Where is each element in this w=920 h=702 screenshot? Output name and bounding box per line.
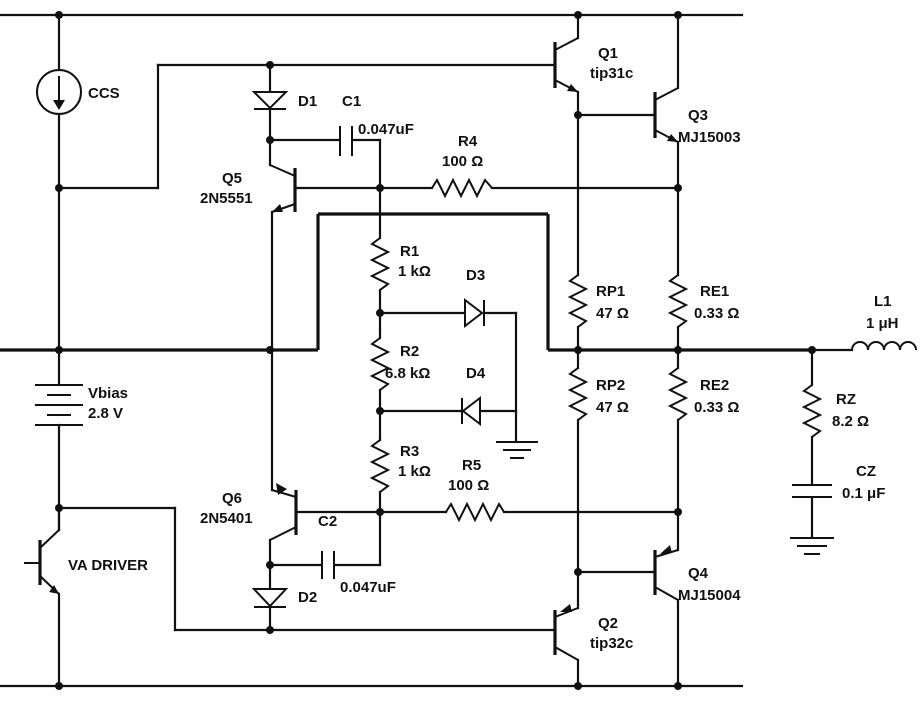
r2-name: R2 xyxy=(400,343,419,360)
vbias-value: 2.8 V xyxy=(88,405,123,422)
r3-name: R3 xyxy=(400,443,419,460)
r2-value: 6.8 kΩ xyxy=(385,365,430,382)
d1-diode: D1 xyxy=(251,63,317,167)
l1-name: L1 xyxy=(874,293,892,310)
r5-value: 100 Ω xyxy=(448,477,489,494)
rz-name: RZ xyxy=(836,391,856,408)
r5-name: R5 xyxy=(462,457,481,474)
re1-resistor: RE1 0.33 Ω xyxy=(667,274,739,352)
rp2-value: 47 Ω xyxy=(596,399,629,416)
r5-resistor: R5 100 Ω xyxy=(294,457,680,523)
rp1-value: 47 Ω xyxy=(596,305,629,322)
output-ground-bus xyxy=(0,212,812,352)
q3-transistor: Q3 MJ15003 xyxy=(576,13,741,277)
q5-part: 2N5551 xyxy=(200,190,253,207)
cz-name: CZ xyxy=(856,463,876,480)
vbias-battery: Vbias 2.8 V xyxy=(35,348,128,532)
c2-capacitor: C2 0.047uF xyxy=(268,510,396,596)
ccs-to-q1-wire xyxy=(57,63,557,190)
rp2-name: RP2 xyxy=(596,377,625,394)
q2-part: tip32c xyxy=(590,635,633,652)
cz-capacitor: CZ 0.1 μF xyxy=(792,463,885,539)
re1-name: RE1 xyxy=(700,283,729,300)
q1-part: tip31c xyxy=(590,65,633,82)
re2-resistor: RE2 0.33 Ω xyxy=(667,348,739,552)
r1-name: R1 xyxy=(400,243,419,260)
driver-to-q2-wire xyxy=(57,506,557,632)
vbias-name: Vbias xyxy=(88,385,128,402)
rp1-name: RP1 xyxy=(596,283,625,300)
c1-capacitor: C1 0.047uF xyxy=(268,93,414,190)
r4-resistor: R4 100 Ω xyxy=(378,133,680,199)
q6-name: Q6 xyxy=(222,490,242,507)
re2-value: 0.33 Ω xyxy=(694,399,739,416)
q5-name: Q5 xyxy=(222,170,242,187)
cz-value: 0.1 μF xyxy=(842,485,885,502)
q1-transistor: Q1 tip31c xyxy=(553,13,633,277)
r4-name: R4 xyxy=(458,133,478,150)
r1-value: 1 kΩ xyxy=(398,263,431,280)
d1-label: D1 xyxy=(298,93,317,110)
rz-resistor: RZ 8.2 Ω xyxy=(801,348,869,486)
q4-part: MJ15004 xyxy=(678,587,741,604)
d2-diode: D2 xyxy=(251,588,317,632)
rp2-resistor: RP2 47 Ω xyxy=(567,348,629,610)
q2-transistor: Q2 tip32c xyxy=(553,604,633,688)
q6-transistor: Q6 2N5401 xyxy=(200,483,298,590)
q5-transistor: Q5 2N5551 xyxy=(200,164,382,492)
r4-value: 100 Ω xyxy=(442,153,483,170)
q3-part: MJ15003 xyxy=(678,129,741,146)
q4-transistor: Q4 MJ15004 xyxy=(576,545,741,688)
r2-resistor: R2 6.8 kΩ xyxy=(369,328,430,440)
d4-diode: D4 xyxy=(378,365,518,427)
r1-resistor: R1 1 kΩ xyxy=(369,186,431,332)
q4-name: Q4 xyxy=(688,565,709,582)
r3-resistor: R3 1 kΩ xyxy=(369,436,431,514)
d3-label: D3 xyxy=(466,267,485,284)
q6-part: 2N5401 xyxy=(200,510,253,527)
c2-value: 0.047uF xyxy=(340,579,396,596)
va-driver-label: VA DRIVER xyxy=(68,557,148,574)
rz-value: 8.2 Ω xyxy=(832,413,869,430)
d4-label: D4 xyxy=(466,365,486,382)
rp1-resistor: RP1 47 Ω xyxy=(567,274,629,352)
l1-value: 1 μH xyxy=(866,315,899,332)
r3-value: 1 kΩ xyxy=(398,463,431,480)
c1-name: C1 xyxy=(342,93,361,110)
d2-label: D2 xyxy=(298,589,317,606)
c1-value: 0.047uF xyxy=(358,121,414,138)
re1-value: 0.33 Ω xyxy=(694,305,739,322)
ccs-current-source: CCS xyxy=(36,13,120,352)
va-driver-transistor: VA DRIVER xyxy=(24,506,148,688)
d3-diode: D3 xyxy=(378,267,518,442)
ground-symbol-center xyxy=(496,441,538,459)
c2-name: C2 xyxy=(318,513,337,530)
l1-inductor: L1 1 μH xyxy=(810,293,917,352)
ccs-label: CCS xyxy=(88,85,120,102)
ground-symbol-zobel xyxy=(790,537,834,555)
q2-name: Q2 xyxy=(598,615,618,632)
q1-name: Q1 xyxy=(598,45,618,62)
q3-name: Q3 xyxy=(688,107,708,124)
re2-name: RE2 xyxy=(700,377,729,394)
